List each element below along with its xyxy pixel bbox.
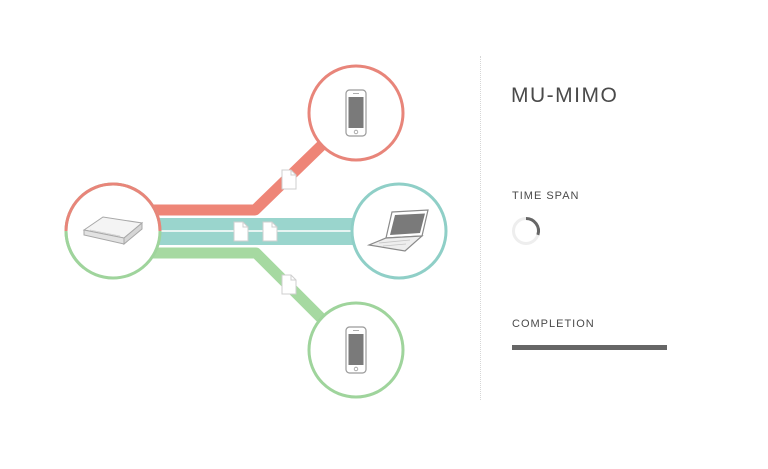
router-icon [82, 216, 144, 246]
time-span-label: TIME SPAN [512, 190, 580, 202]
device-node-phone-bottom [307, 301, 405, 399]
completion-bar-fill [512, 345, 667, 350]
data-streams [150, 140, 355, 324]
device-node-laptop [350, 182, 448, 280]
completion-label: COMPLETION [512, 318, 595, 330]
document-icon [233, 221, 249, 242]
smartphone-icon [345, 89, 367, 137]
packets [233, 169, 297, 295]
router-node [64, 182, 162, 280]
document-icon [262, 221, 278, 242]
device-node-phone-top [307, 64, 405, 162]
document-icon [281, 169, 297, 190]
completion-bar [512, 345, 667, 350]
smartphone-icon [345, 326, 367, 374]
panel-title: MU-MIMO [511, 84, 619, 107]
document-icon [281, 274, 297, 295]
stream-red [150, 140, 327, 216]
time-span-gauge [512, 217, 540, 245]
laptop-icon [366, 209, 429, 252]
time-span-gauge-fill [525, 217, 540, 236]
stream-green [150, 247, 327, 324]
panel-divider [480, 56, 481, 400]
